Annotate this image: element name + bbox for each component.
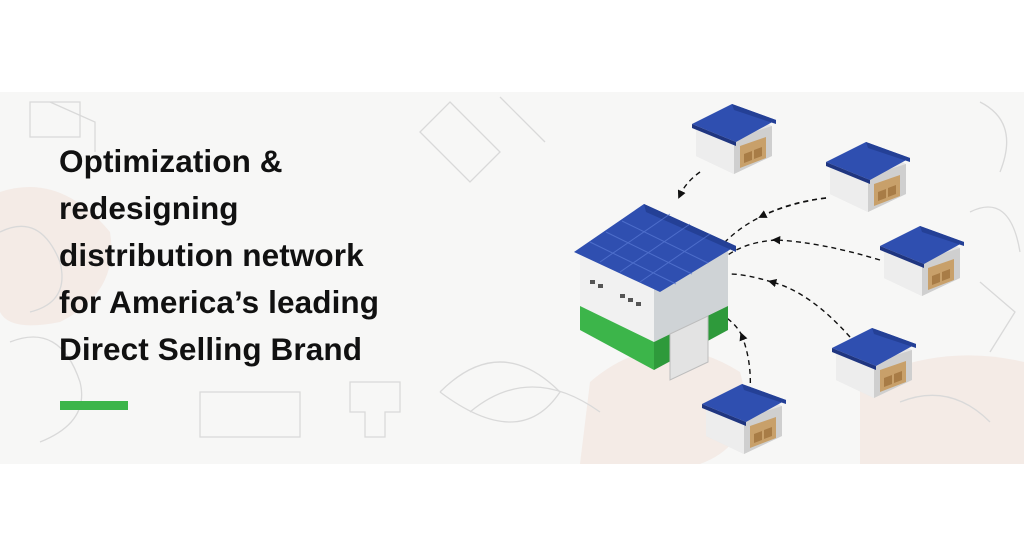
accent-underline xyxy=(60,401,128,410)
headline: Optimization & redesigning distribution … xyxy=(59,138,479,373)
regional-warehouse-icon-2 xyxy=(826,142,910,212)
central-warehouse-icon xyxy=(574,204,736,381)
regional-warehouse-icon-4 xyxy=(832,328,916,398)
arrow-middle-right xyxy=(771,235,881,261)
regional-warehouse-icon-5 xyxy=(702,384,786,454)
arrow-lower-right xyxy=(767,279,851,338)
distribution-network-illustration xyxy=(574,104,964,454)
headline-line-3: distribution network xyxy=(59,237,364,273)
headline-line-2: redesigning xyxy=(59,190,239,226)
hero-banner: Optimization & redesigning distribution … xyxy=(0,92,1024,464)
regional-warehouse-icon-1 xyxy=(692,104,776,174)
arrow-bottom xyxy=(739,332,752,393)
headline-line-1: Optimization & xyxy=(59,143,283,179)
regional-warehouse-icon-3 xyxy=(880,226,964,296)
arrow-upper-right xyxy=(758,197,827,218)
headline-line-5: Direct Selling Brand xyxy=(59,331,363,367)
arrow-top xyxy=(677,171,701,199)
headline-line-4: for America’s leading xyxy=(59,284,380,320)
